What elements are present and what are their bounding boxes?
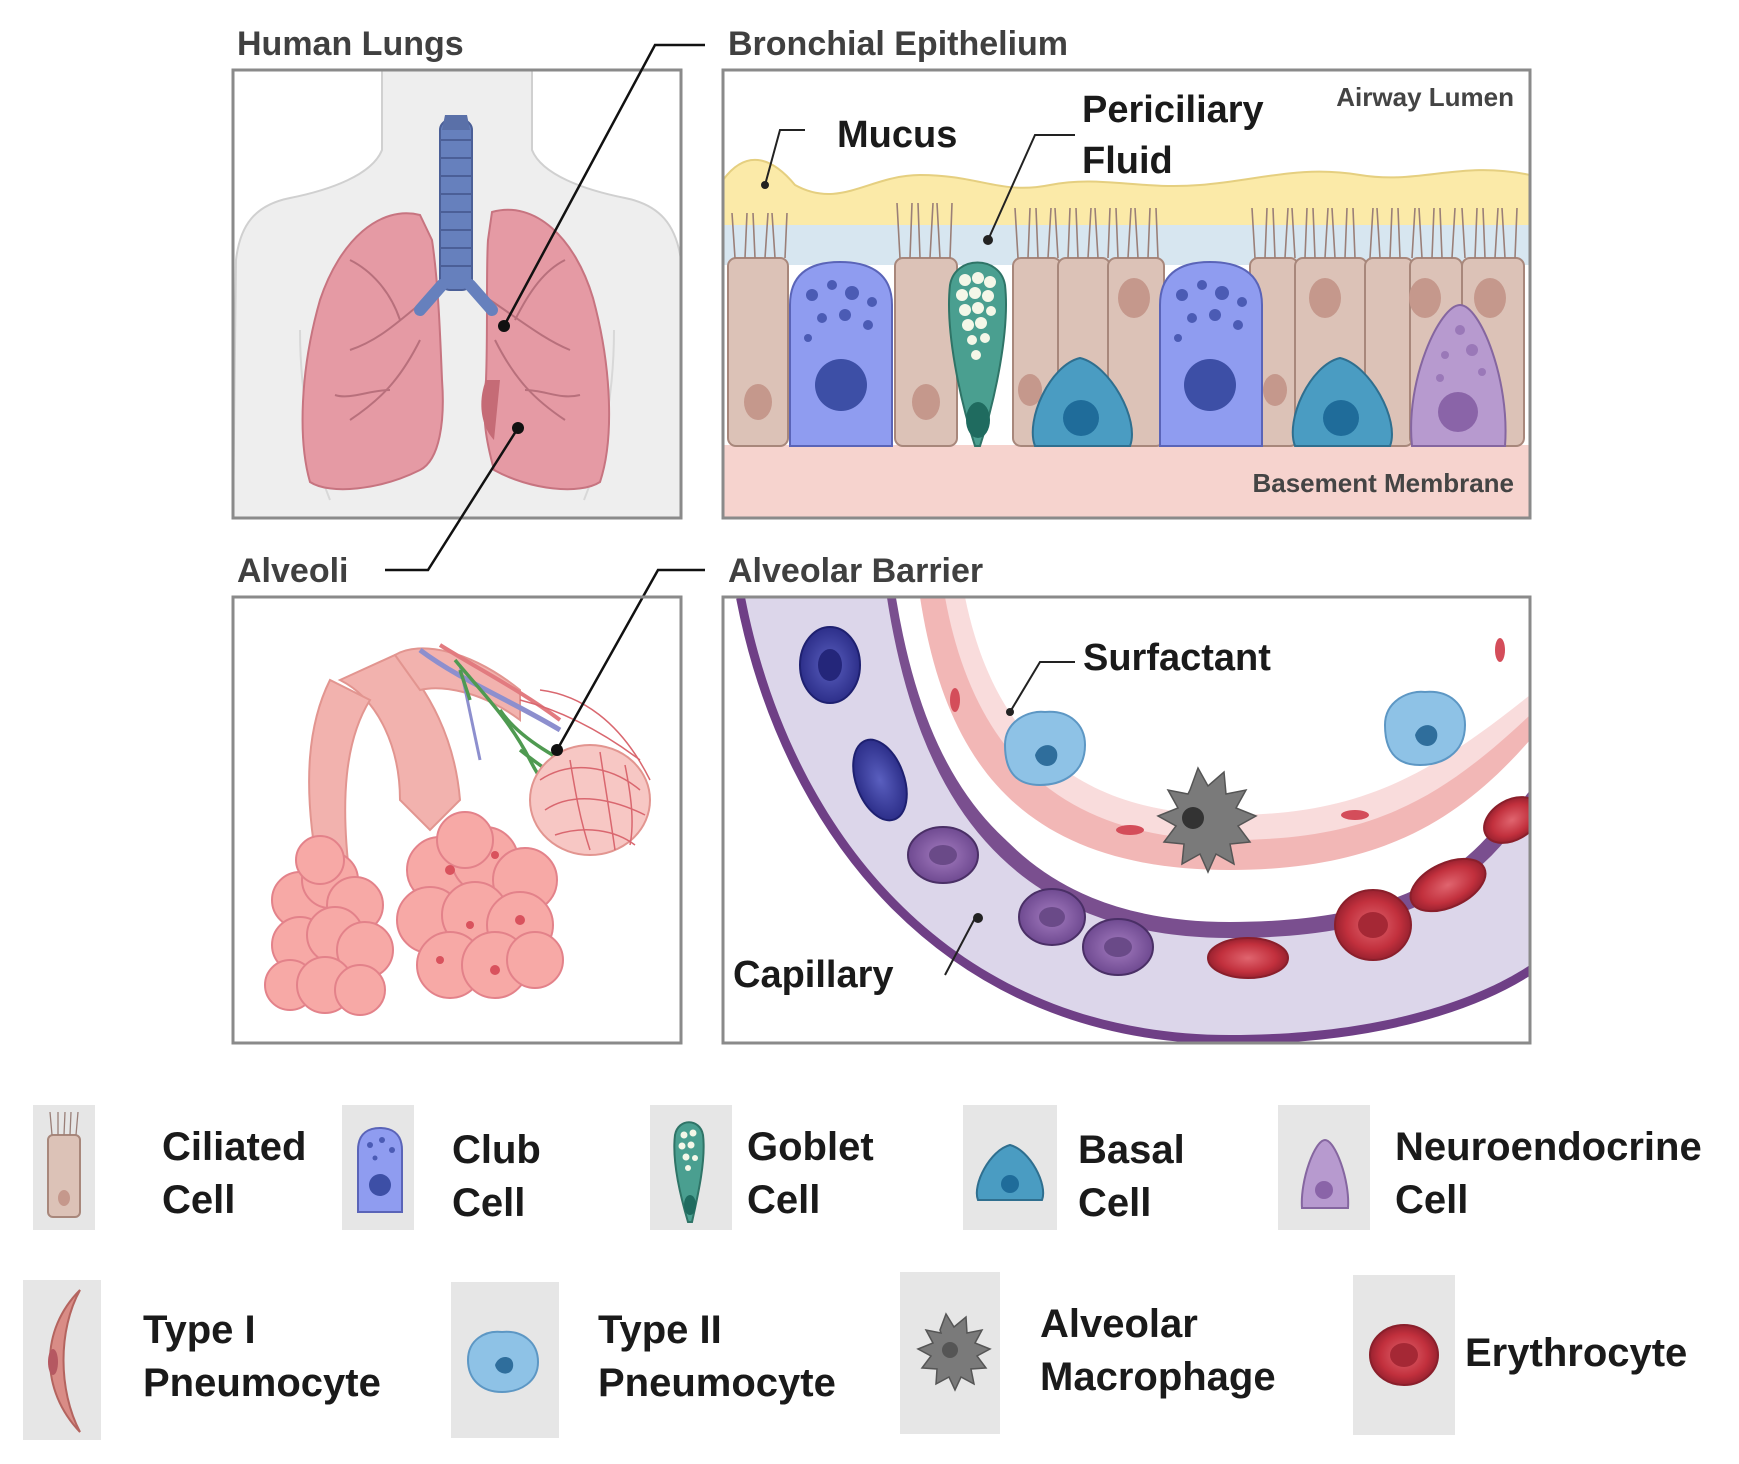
lungs-panel [233, 70, 681, 518]
alveoli-title: Alveoli [237, 552, 348, 590]
barrier-panel [723, 597, 1530, 1043]
legend-neuroendocrine-line1: Neuroendocrine [1395, 1125, 1702, 1169]
barrier-title: Alveolar Barrier [728, 552, 983, 590]
legend-erythrocyte-line1: Erythrocyte [1465, 1331, 1687, 1375]
legend-goblet-line1: Goblet [747, 1125, 874, 1169]
basal-cell-icon [975, 1143, 1045, 1201]
bronchial-panel-border [721, 68, 1532, 520]
bronchial-title: Bronchial Epithelium [728, 25, 1068, 63]
legend-basal-line2: Cell [1078, 1181, 1151, 1225]
legend-type2-line2: Pneumocyte [598, 1361, 836, 1405]
legend: Ciliated Cell Club Cell Goblet Cell Basa… [23, 1105, 1702, 1440]
legend-item-ciliated: Ciliated Cell [33, 1105, 306, 1230]
alveoli-panel [233, 568, 705, 1043]
legend-item-club: Club Cell [342, 1105, 541, 1230]
legend-neuroendocrine-line2: Cell [1395, 1178, 1468, 1222]
legend-club-line2: Cell [452, 1181, 525, 1225]
legend-item-erythrocyte: Erythrocyte [1353, 1275, 1687, 1435]
legend-type2-line1: Type II [598, 1308, 722, 1352]
legend-club-line1: Club [452, 1128, 541, 1172]
mucus-label: Mucus [837, 114, 957, 156]
surfactant-label: Surfactant [1083, 637, 1271, 679]
lungs-title: Human Lungs [237, 25, 464, 63]
legend-type1-line1: Type I [143, 1308, 256, 1352]
type1-pneumocyte-icon [49, 1289, 81, 1433]
legend-type1-line2: Pneumocyte [143, 1361, 381, 1405]
alveoli-panel-border [231, 595, 683, 1045]
legend-item-type1: Type I Pneumocyte [23, 1280, 381, 1440]
legend-macrophage-line1: Alveolar [1040, 1302, 1198, 1346]
legend-item-basal: Basal Cell [963, 1105, 1185, 1230]
legend-goblet-line2: Cell [747, 1178, 820, 1222]
periciliary-label-2: Fluid [1082, 140, 1173, 182]
legend-ciliated-line2: Cell [162, 1178, 235, 1222]
legend-item-neuroendocrine: Neuroendocrine Cell [1278, 1105, 1702, 1230]
legend-ciliated-line1: Ciliated [162, 1125, 306, 1169]
lungs-panel-border [231, 68, 683, 520]
bronchial-panel [723, 70, 1530, 518]
barrier-panel-border [721, 595, 1532, 1045]
neuroendocrine-cell-icon [1300, 1138, 1350, 1209]
basement-membrane-label: Basement Membrane [1252, 468, 1514, 498]
airway-lumen-label: Airway Lumen [1336, 82, 1514, 112]
legend-macrophage-line2: Macrophage [1040, 1355, 1276, 1399]
legend-item-goblet: Goblet Cell [650, 1105, 874, 1230]
legend-item-macrophage: Alveolar Macrophage [900, 1272, 1276, 1434]
legend-basal-line1: Basal [1078, 1128, 1185, 1172]
capillary-label: Capillary [733, 954, 894, 996]
periciliary-label-1: Periciliary [1082, 89, 1264, 131]
legend-item-type2: Type II Pneumocyte [451, 1282, 836, 1438]
